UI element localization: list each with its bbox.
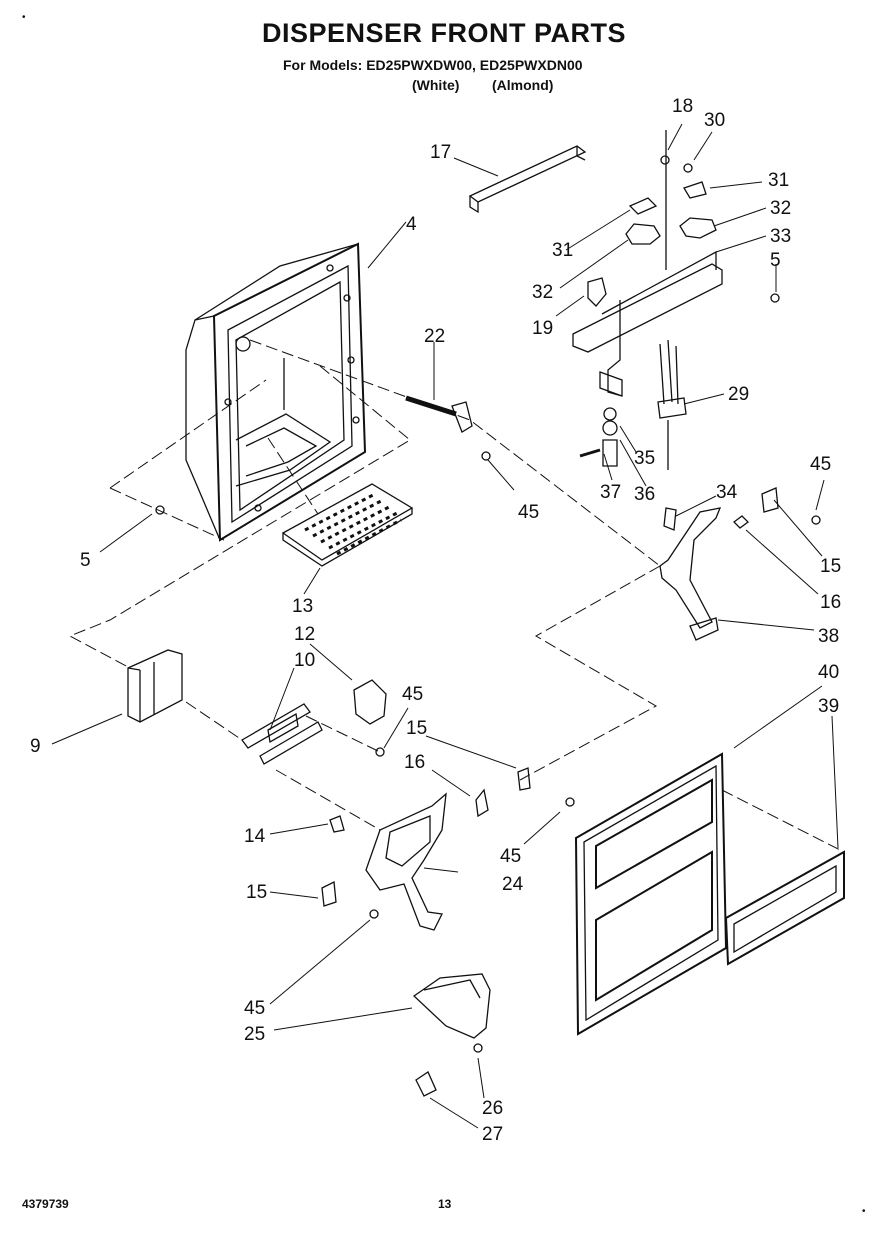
callout-27: 27: [482, 1124, 503, 1145]
part-24-paddle: [365, 792, 447, 931]
page-title: DISPENSER FRONT PARTS: [261, 18, 627, 48]
callout-labels: 18 30 31 32 33 31 32 5 19 22 4 29 35 36 …: [30, 96, 841, 1145]
callout-22: 22: [424, 326, 445, 347]
registration-mark-top: •: [22, 12, 26, 23]
part-39-insert: [724, 850, 845, 966]
callout-37: 37: [600, 482, 621, 503]
part-29-switch: [657, 339, 687, 470]
spring-clips: [321, 767, 531, 907]
callout-45e: 45: [244, 998, 265, 1019]
part-34-15-16-small: [733, 487, 779, 529]
callout-24: 24: [502, 874, 524, 895]
document-number: 4379739: [22, 1197, 69, 1211]
callout-15a: 15: [820, 556, 841, 577]
part-38-lever: [659, 507, 722, 641]
assembly-lines: [68, 339, 845, 853]
callout-32a: 32: [770, 198, 791, 219]
part-9-cover: [127, 649, 183, 723]
callout-31a: 31: [768, 170, 789, 191]
callout-18: 18: [672, 96, 693, 117]
callout-13: 13: [292, 596, 313, 617]
part-31-32-clips: [587, 181, 717, 307]
callout-19: 19: [532, 318, 553, 339]
callout-35: 35: [634, 448, 655, 469]
callout-16a: 16: [820, 592, 841, 613]
callout-10: 10: [294, 650, 315, 671]
part-27-clip: [415, 1071, 437, 1097]
callout-40: 40: [818, 662, 839, 683]
callout-38: 38: [818, 626, 839, 647]
callout-15b: 15: [406, 718, 427, 739]
part-12-shield: [353, 679, 387, 725]
callout-5b: 5: [80, 550, 91, 571]
callout-34: 34: [716, 482, 738, 503]
part-17-trim: [468, 145, 587, 214]
part-10-plate: [241, 703, 323, 765]
callout-12: 12: [294, 624, 315, 645]
callout-32b: 32: [532, 282, 553, 303]
callout-14: 14: [244, 826, 266, 847]
callout-17: 17: [430, 142, 451, 163]
callout-26: 26: [482, 1098, 503, 1119]
callout-36: 36: [634, 484, 655, 505]
leader-lines: [51, 123, 839, 1129]
callout-33: 33: [770, 226, 791, 247]
callout-45b: 45: [810, 454, 831, 475]
callout-45a: 45: [518, 502, 539, 523]
callout-25: 25: [244, 1024, 265, 1045]
variant-white: (White): [412, 77, 460, 93]
callout-9: 9: [30, 736, 41, 757]
registration-mark-bottom: •: [862, 1206, 866, 1217]
variant-almond: (Almond): [492, 77, 554, 93]
page-number: 13: [438, 1197, 452, 1211]
callout-4: 4: [406, 214, 417, 235]
callout-5a: 5: [770, 250, 781, 271]
callout-45d: 45: [500, 846, 521, 867]
callout-45c: 45: [402, 684, 423, 705]
part-13-grille: [281, 483, 414, 567]
callout-15c: 15: [246, 882, 267, 903]
part-25-cup: [412, 973, 491, 1039]
callout-29: 29: [728, 384, 749, 405]
callout-16b: 16: [404, 752, 425, 773]
screw-icons: [155, 155, 821, 1053]
model-list: For Models: ED25PWXDW00, ED25PWXDN00: [283, 57, 583, 73]
part-4-housing: [185, 242, 367, 542]
callout-30: 30: [704, 110, 725, 131]
part-22-rod: [405, 395, 473, 433]
callout-39: 39: [818, 696, 839, 717]
part-35-37-pins: [579, 407, 677, 531]
part-40-panel: [574, 752, 728, 1036]
callout-31b: 31: [552, 240, 573, 261]
